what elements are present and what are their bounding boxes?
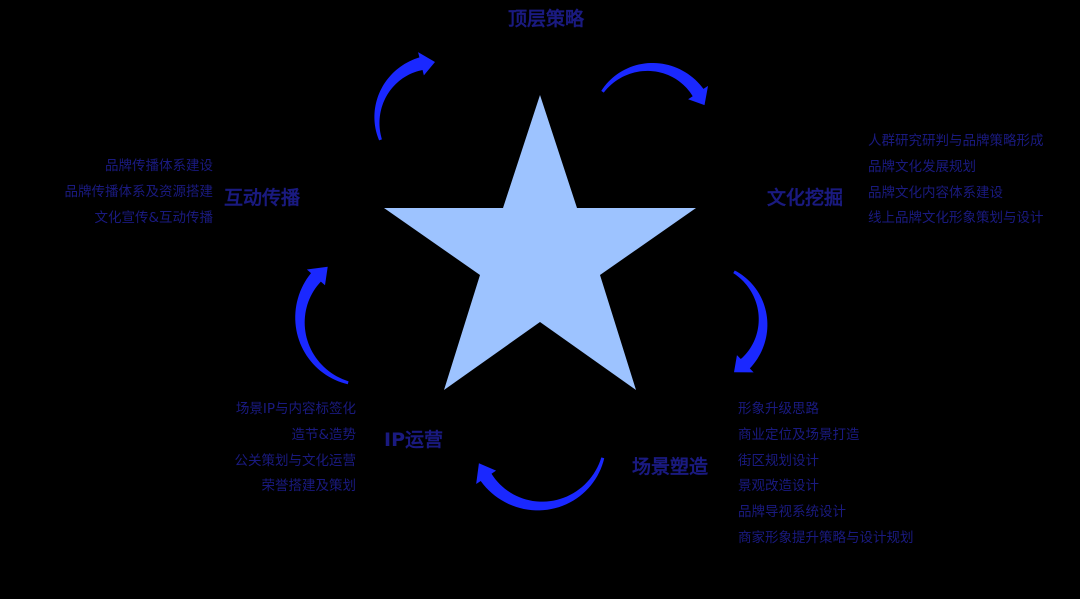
node-items-right: 人群研究研判与品牌策略形成 品牌文化发展规划 品牌文化内容体系建设 线上品牌文化… (868, 129, 1044, 232)
list-item: 街区规划设计 (738, 452, 819, 469)
node-title-right: 文化挖掘 (767, 187, 844, 209)
curved-arrow-icon (601, 62, 709, 106)
list-item: 品牌文化内容体系建设 (868, 184, 1003, 201)
star-icon (384, 95, 696, 390)
node-items-bottom-right: 形象升级思路 商业定位及场景打造 街区规划设计 景观改造设计 品牌导视系统设计 … (738, 397, 914, 552)
list-item: 品牌导视系统设计 (738, 504, 846, 521)
node-title-left: 互动传播 (224, 187, 301, 209)
list-item: 造节&造势 (291, 426, 356, 443)
list-item: 线上品牌文化形象策划与设计 (868, 210, 1044, 227)
curved-arrow-icon (733, 270, 768, 373)
list-item: 商家形象提升策略与设计规划 (738, 529, 914, 546)
list-item: 品牌传播体系建设 (105, 158, 213, 174)
curved-arrow-icon (374, 52, 435, 141)
list-item: 商业定位及场景打造 (738, 426, 860, 443)
list-item: 公关策划与文化运营 (234, 452, 357, 469)
node-items-bottom-left: 场景IP与内容标签化 造节&造势 公关策划与文化运营 荣誉搭建及策划 (235, 397, 357, 500)
node-title-bottom-left: IP运营 (384, 429, 443, 451)
list-item: 形象升级思路 (738, 401, 819, 417)
node-title-bottom-right: 场景塑造 (632, 456, 709, 478)
list-item: 品牌传播体系及资源搭建 (64, 183, 214, 200)
curved-arrow-icon (476, 457, 605, 511)
list-item: 景观改造设计 (738, 478, 819, 495)
list-item: 品牌文化发展规划 (868, 158, 976, 175)
list-item: 场景IP与内容标签化 (235, 401, 356, 417)
curved-arrow-icon (295, 266, 349, 385)
node-items-left: 品牌传播体系建设 品牌传播体系及资源搭建 文化宣传&互动传播 (65, 154, 214, 231)
cycle-arrows (295, 52, 768, 511)
list-item: 文化宣传&互动传播 (94, 209, 213, 226)
list-item: 荣誉搭建及策划 (261, 478, 357, 495)
list-item: 人群研究研判与品牌策略形成 (868, 133, 1044, 149)
node-title-top: 顶层策略 (508, 8, 585, 30)
